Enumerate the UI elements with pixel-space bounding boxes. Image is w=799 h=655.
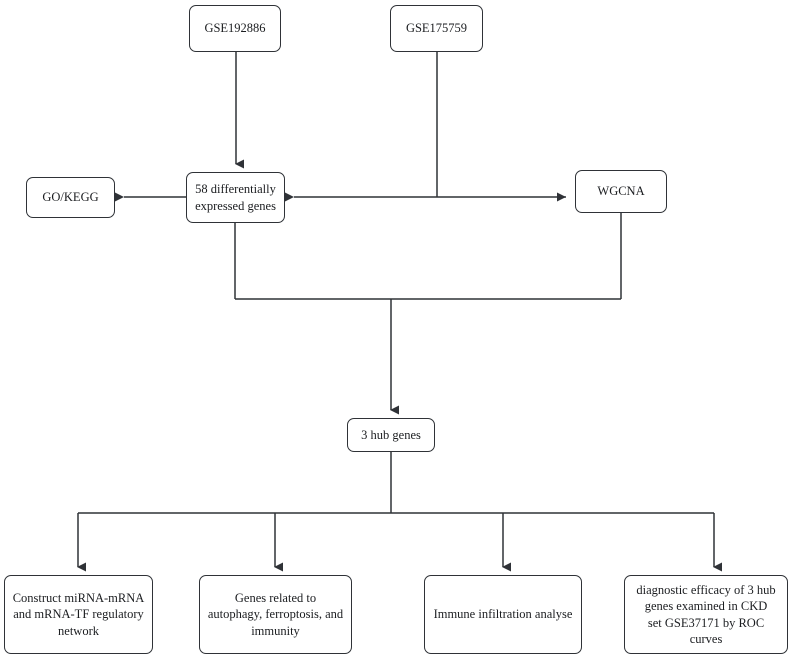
node-outcome4-label: diagnostic efficacy of 3 hub genes exami…: [636, 583, 776, 646]
node-hub-genes[interactable]: 3 hub genes: [347, 418, 435, 452]
node-outcome-autophagy-ferroptosis-immunity[interactable]: Genes related to autophagy, ferroptosis,…: [199, 575, 352, 654]
node-gse192886-label: GSE192886: [204, 21, 266, 36]
node-wgcna-label: WGCNA: [597, 184, 645, 199]
node-outcome2-label: Genes related to autophagy, ferroptosis,…: [207, 591, 344, 638]
node-outcome-immune-infiltration[interactable]: Immune infiltration analyse: [424, 575, 582, 654]
node-outcome3-label: Immune infiltration analyse: [433, 607, 573, 622]
node-outcome-mirna-mrna-network[interactable]: Construct miRNA-mRNA and mRNA-TF regulat…: [4, 575, 153, 654]
node-differentially-expressed-genes[interactable]: 58 differentially expressed genes: [186, 172, 285, 223]
node-gse192886[interactable]: GSE192886: [189, 5, 281, 52]
node-outcome1-label: Construct miRNA-mRNA and mRNA-TF regulat…: [12, 591, 145, 638]
node-gse175759[interactable]: GSE175759: [390, 5, 483, 52]
node-go-kegg-label: GO/KEGG: [42, 190, 99, 205]
node-wgcna[interactable]: WGCNA: [575, 170, 667, 213]
node-deg-label: 58 differentially expressed genes: [195, 182, 276, 213]
node-hub-genes-label: 3 hub genes: [361, 427, 421, 442]
node-gse175759-label: GSE175759: [405, 21, 468, 36]
node-outcome-roc-diagnostic-efficacy[interactable]: diagnostic efficacy of 3 hub genes exami…: [624, 575, 788, 654]
node-go-kegg[interactable]: GO/KEGG: [26, 177, 115, 218]
